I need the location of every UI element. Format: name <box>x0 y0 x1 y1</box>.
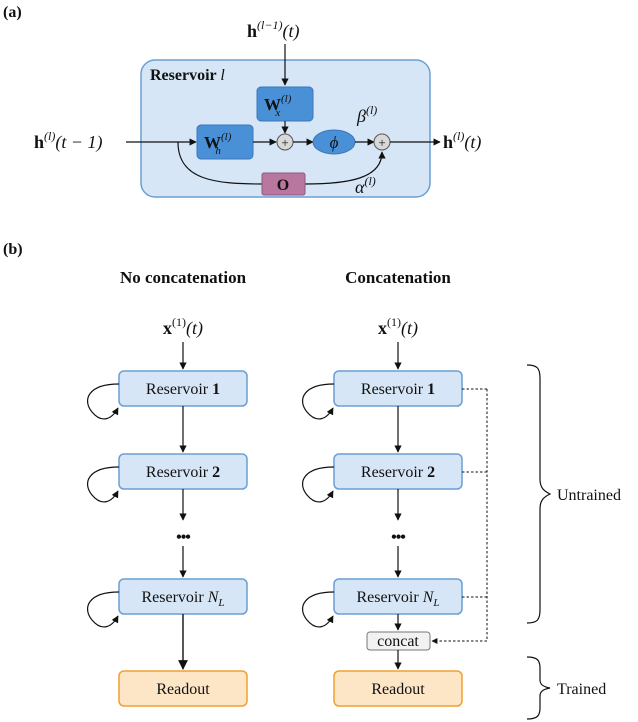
left-dots: ••• <box>176 529 190 546</box>
trained-brace <box>526 656 551 720</box>
left-loop-1 <box>87 383 120 420</box>
left-reservoir-1-label: Reservoir 1 <box>146 381 220 398</box>
right-readout <box>333 670 463 707</box>
wx-label: W(l)x <box>264 93 292 119</box>
left-input-label: x(1)(t) <box>163 315 203 339</box>
left-column-title: No concatenation <box>120 268 247 287</box>
left-loop-n <box>87 591 120 628</box>
sum-node-2-sign: + <box>378 135 385 150</box>
panel-a-label: (a) <box>3 4 22 21</box>
right-reservoir-2-label: Reservoir 2 <box>361 464 435 481</box>
o-label: O <box>277 177 289 194</box>
reservoir-title: Reservoir l <box>150 67 225 84</box>
o-block <box>261 172 306 196</box>
right-column-title: Concatenation <box>345 268 451 287</box>
skip-path-left <box>177 141 263 185</box>
h-top-input-label: h(l−1)(t) <box>247 18 299 42</box>
beta-label: β(l) <box>356 103 377 126</box>
right-loop-2 <box>302 466 335 503</box>
untrained-label: Untrained <box>557 487 621 504</box>
right-dots: ••• <box>391 529 405 546</box>
right-loop-1 <box>302 383 335 420</box>
trained-label: Trained <box>557 681 606 698</box>
h-output-label: h(l)(t) <box>443 129 481 153</box>
phi-label: ϕ <box>330 133 339 152</box>
right-column: x(1)(t) Reservoir 1 Reservoir 2 ••• Rese… <box>302 315 488 707</box>
left-readout <box>118 670 248 707</box>
alpha-label: α(l) <box>355 174 376 197</box>
panel-b-label: (b) <box>3 241 23 258</box>
concat-label: concat <box>377 633 419 650</box>
left-reservoir-n-label: Reservoir NL <box>142 589 225 609</box>
left-readout-label: Readout <box>156 681 210 698</box>
right-input-label: x(1)(t) <box>378 315 418 339</box>
right-reservoir-n-label: Reservoir NL <box>357 589 440 609</box>
right-reservoir-1-label: Reservoir 1 <box>361 381 435 398</box>
sum-node-1-sign: + <box>281 135 288 150</box>
right-loop-n <box>302 591 335 628</box>
left-column: x(1)(t) Reservoir 1 Reservoir 2 ••• Rese… <box>87 315 248 707</box>
wh-label: W(l)h <box>204 131 232 157</box>
concat-dashed-lines <box>431 388 488 644</box>
left-reservoir-2-label: Reservoir 2 <box>146 464 220 481</box>
skip-path-right <box>304 151 386 185</box>
h-left-input-label: h(l)(t − 1) <box>34 129 102 153</box>
untrained-brace <box>526 364 552 624</box>
left-loop-2 <box>87 466 120 503</box>
right-readout-label: Readout <box>371 681 425 698</box>
